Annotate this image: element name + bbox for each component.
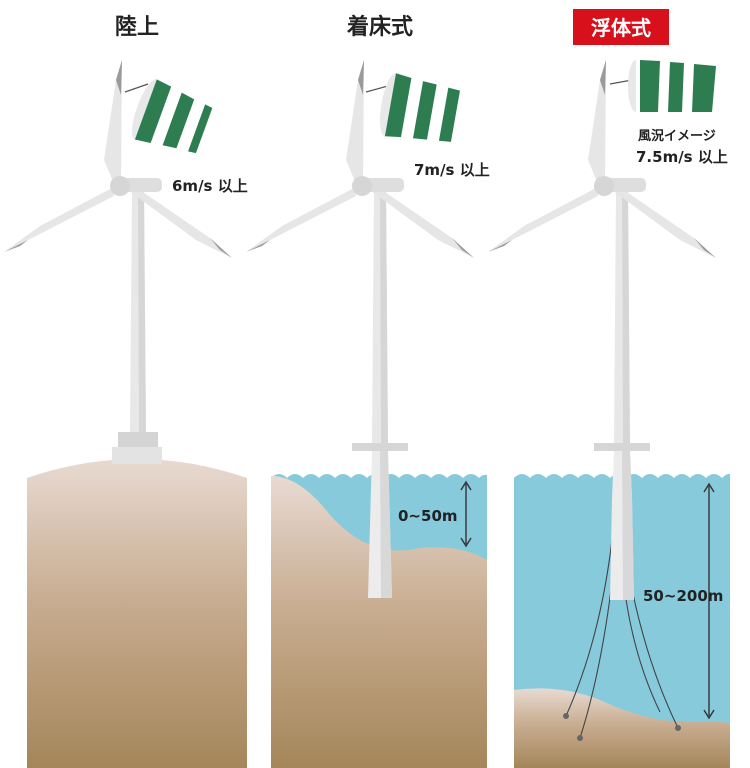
anchor — [577, 735, 583, 741]
tower-shade — [138, 190, 146, 433]
blade-up — [588, 60, 606, 186]
monopile-shade — [380, 451, 392, 598]
windsock-onshore — [124, 79, 213, 154]
blade-left-tip — [246, 240, 270, 252]
blade-right-tip — [694, 238, 716, 258]
blade-up — [104, 60, 122, 186]
panel-title-floating: 浮体式 — [591, 16, 651, 40]
tower-base — [118, 432, 158, 448]
blade-up-tip — [600, 60, 606, 95]
wind-speed-label-onshore: 6m/s 以上 — [172, 177, 248, 195]
hub — [110, 176, 130, 196]
hub — [594, 176, 614, 196]
panel-title-onshore: 陸上 — [115, 14, 159, 40]
seabed-floating — [514, 688, 730, 768]
blade-up-tip — [116, 60, 122, 95]
depth-arrow-fixed — [460, 480, 472, 548]
wind-turbine-fixed — [246, 60, 474, 598]
blade-up-tip — [358, 60, 364, 95]
wind-speed-label-fixed: 7m/s 以上 — [414, 161, 490, 179]
depth-range-label-floating: 50~200m — [643, 587, 723, 605]
blade-right — [128, 186, 232, 258]
windsock-string — [124, 83, 149, 93]
blade-right-tip — [210, 238, 232, 258]
blade-right — [370, 186, 474, 258]
tower-foundation — [112, 447, 162, 464]
wind-note-label-floating: 風況イメージ — [638, 128, 716, 144]
ground-onshore — [27, 459, 247, 768]
transition-platform — [352, 443, 408, 451]
panel-floating: 浮体式 — [488, 9, 730, 768]
blade-up — [346, 60, 364, 186]
panel-title-fixed-bottom: 着床式 — [346, 14, 413, 40]
title-badge-floating — [573, 9, 669, 45]
blade-left — [488, 188, 598, 252]
tower-shade — [380, 190, 388, 445]
hub — [352, 176, 372, 196]
transition-platform — [594, 443, 650, 451]
blade-left — [4, 188, 114, 252]
anchor — [563, 713, 569, 719]
blade-left — [246, 188, 356, 252]
blade-left-tip — [488, 240, 512, 252]
windsock-icon — [628, 60, 716, 112]
wind-speed-label-floating: 7.5m/s 以上 — [636, 148, 728, 166]
anchor — [675, 725, 681, 731]
windsock-icon — [132, 79, 213, 154]
windsock-string — [365, 85, 389, 93]
wind-turbine-floating — [488, 60, 716, 600]
wind-turbine-onshore — [4, 60, 232, 464]
blade-left-tip — [4, 240, 28, 252]
spar-buoy-shade — [622, 451, 634, 600]
panel-onshore: 陸上 — [4, 14, 248, 768]
windsock-icon — [379, 73, 460, 142]
depth-range-label-fixed: 0~50m — [398, 507, 458, 525]
tower-shade — [622, 190, 630, 445]
blade-right — [612, 186, 716, 258]
depth-arrow-floating — [703, 482, 715, 720]
seabed-fixed — [271, 476, 487, 768]
windsock-fixed — [365, 73, 460, 142]
panel-fixed-bottom: 着床式 — [246, 14, 490, 768]
windsock-floating — [609, 60, 716, 112]
blade-right-tip — [452, 238, 474, 258]
